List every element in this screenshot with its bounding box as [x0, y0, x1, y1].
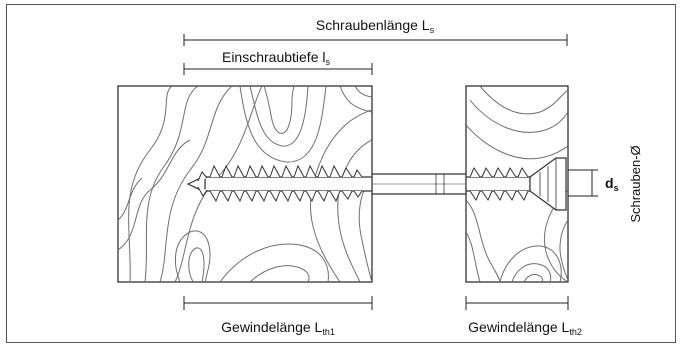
thread-length-1-dimension [183, 296, 373, 310]
diameter-dimension [568, 169, 598, 197]
screw-length-label: Schraubenlänge Ls [316, 17, 435, 35]
screw-diameter-side-label: Schrauben-Ø [628, 145, 643, 222]
screw-in-depth-dimension [183, 63, 373, 75]
screw-in-depth-label: Einschraubtiefe ls [222, 49, 331, 67]
screw [186, 157, 567, 211]
thread-length-1-label: Gewindelänge Lth1 [221, 319, 335, 337]
thread-length-2-label: Gewindelänge Lth2 [468, 319, 582, 337]
thread-length-2-dimension [465, 296, 569, 310]
diameter-label: ds [605, 175, 619, 193]
screw-length-dimension [183, 34, 568, 46]
